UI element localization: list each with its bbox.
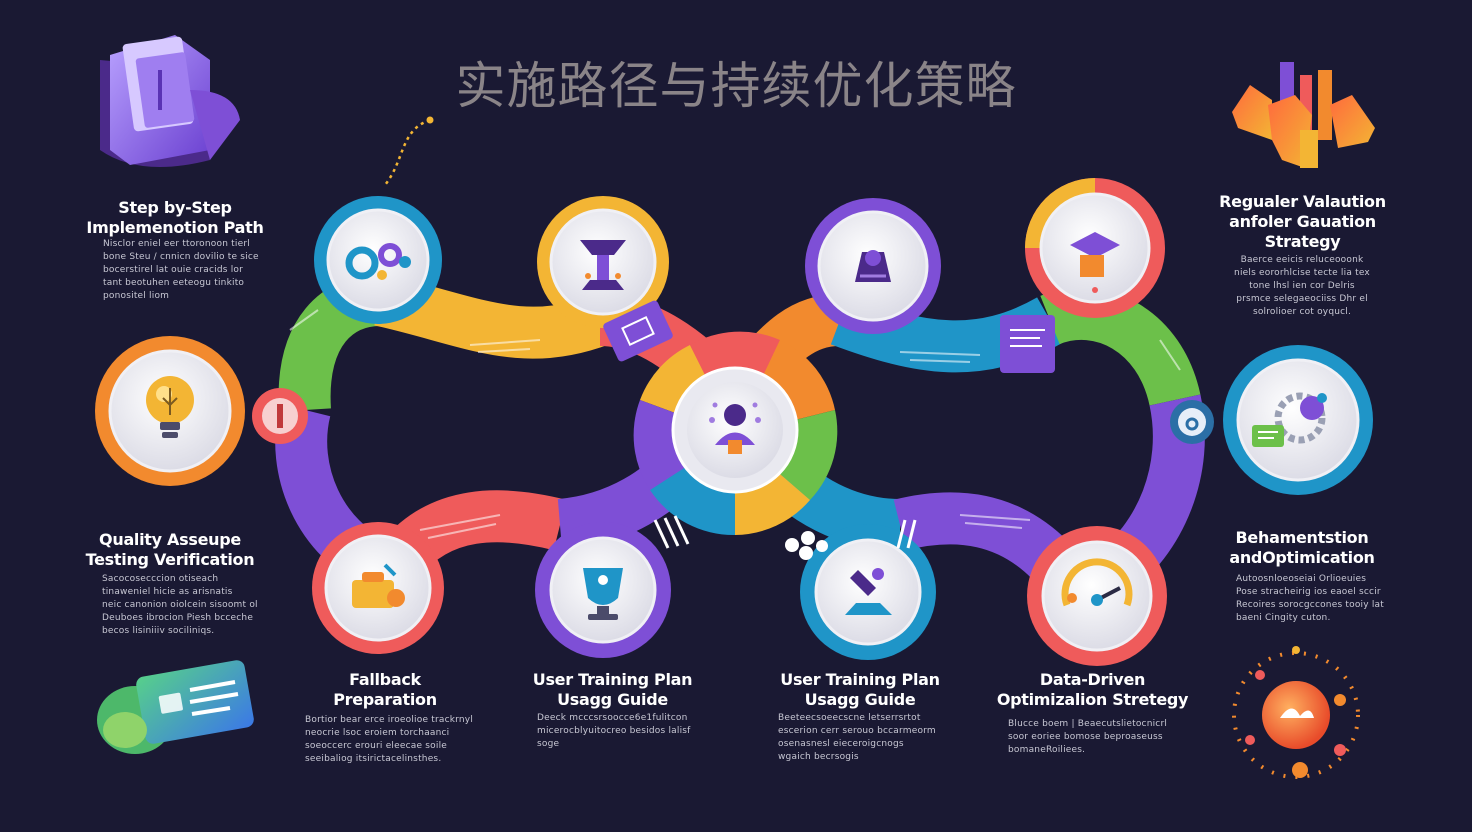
connector-tag-top [603,300,673,362]
microscope-icon [845,568,892,615]
training2-desc: Beeteecsoeecscne letserrsrtot escerion c… [778,713,936,762]
quality-label: Quality Asseupe Testing Verification [85,530,255,569]
step-desc: Nisclor eniel eer ttoronoon tierl bone S… [103,239,259,301]
lightbulb-icon [146,376,194,438]
node-user-podium[interactable] [537,196,669,328]
training2-label: User Training Plan Usagg Guide [780,670,940,709]
data-label: Data-Driven Optimizalion Stretegy [996,670,1189,709]
connector-tag-right [1000,315,1055,373]
dot-cluster [785,531,828,560]
id-card-icon [97,660,254,754]
node-trophy[interactable] [535,522,671,658]
toolbox-icon [352,563,405,608]
connector-lines-bottom [653,515,917,549]
connector-badge-right [1170,400,1214,444]
behaviour-label: Behamentstion andOptimication [1229,528,1375,567]
fallback-label: Fallback Preparation [333,670,437,709]
gears-icon [345,243,411,280]
user-cap-icon [1070,232,1120,293]
step-label: Step by-Step Implemenotion Path [86,198,264,237]
page-title: 实施路径与持续优化策略 [455,57,1017,115]
bar-chart-icon [1232,62,1375,168]
folder-stack-icon [100,35,240,168]
regular-desc: Baerce eeicis reluceooonk niels eororhlc… [1234,255,1370,317]
ribbon-texture [289,309,1181,539]
node-gears[interactable] [314,196,442,324]
fallback-desc: Bortior bear erce iroeolioe trackrnyl ne… [305,715,474,764]
gauge-icon [1061,558,1133,607]
user-center-icon [709,402,761,454]
training1-label: User Training Plan Usagg Guide [532,670,693,709]
training1-desc: Deeck mcccsrsoocce6e1fulitcon micerocbly… [537,713,691,749]
node-lightbulb-gear[interactable] [1223,345,1373,495]
hat-user-icon [855,250,891,282]
user-podium-icon [580,240,626,290]
fire-orb-icon [1232,646,1360,779]
behaviour-desc: Autoosnloeoseiai Orlioeuies Pose strache… [1236,574,1384,623]
center-hub [633,331,838,536]
node-microscope[interactable] [800,524,936,660]
connector-badge-left [252,388,308,444]
node-lightbulb[interactable] [95,336,245,486]
data-desc: Blucce boem | Beaecutslietocnicrl soor e… [1008,719,1168,755]
regular-label: Regualer Valaution anfoler Gauation Stra… [1219,192,1386,251]
node-user-cap[interactable] [1025,178,1165,318]
title-leader [384,118,431,186]
quality-desc: Sacocosecccion otiseach tinaweniel hicie… [102,574,258,636]
node-hat-user[interactable] [805,198,941,334]
trophy-icon [583,568,623,620]
node-toolbox[interactable] [312,522,444,654]
lightbulb-gear-icon [1252,392,1327,447]
node-gauge[interactable] [1027,526,1167,666]
